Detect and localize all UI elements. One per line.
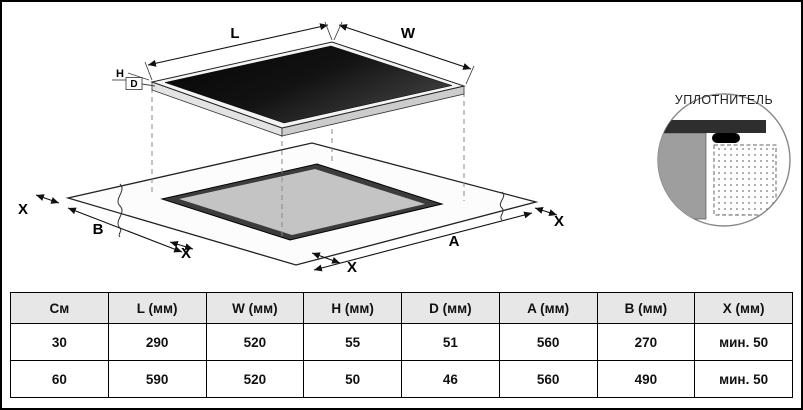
table-row: 30 290 520 55 51 560 270 мин. 50 (10, 323, 793, 361)
table-cell: мин. 50 (694, 360, 793, 398)
dimension-label-h: H (116, 68, 124, 80)
table-header-cell: См (10, 292, 109, 324)
dimensions-table: См L (мм) W (мм) H (мм) D (мм) A (мм) B … (10, 292, 793, 398)
detail-worktop-section (713, 144, 777, 216)
detail-cooktop-edge (658, 120, 766, 133)
table-cell: 590 (107, 360, 207, 398)
dimensions-table-wrap: См L (мм) W (мм) H (мм) D (мм) A (мм) B … (2, 290, 801, 398)
table-cell: мин. 50 (694, 323, 793, 361)
dimension-label-x-cutout: X (181, 245, 191, 262)
table-cell: 51 (401, 323, 500, 361)
table-cell: 520 (205, 323, 305, 361)
table-cell: 520 (205, 360, 305, 398)
table-cell: 55 (303, 323, 402, 361)
table-header-row: См L (мм) W (мм) H (мм) D (мм) A (мм) B … (10, 292, 793, 324)
dimension-label-x-bottom: X (347, 259, 357, 276)
table-header-cell: B (мм) (596, 292, 696, 324)
dimension-label-w: W (401, 25, 416, 42)
detail-seal-gasket (712, 133, 740, 143)
table-cell: 30 (10, 323, 109, 361)
table-header-cell: L (мм) (107, 292, 207, 324)
table-cell: 270 (596, 323, 696, 361)
table-cell: 46 (401, 360, 500, 398)
detail-countertop-edge (658, 132, 707, 220)
dimension-label-d: D (130, 79, 137, 90)
dimension-label-a: A (449, 233, 460, 250)
cutout-inner (179, 169, 425, 235)
table-header-cell: H (мм) (303, 292, 402, 324)
detail-title: УПЛОТНИТЕЛЬ (675, 93, 773, 107)
dimension-label-b: B (93, 221, 104, 238)
table-header-cell: X (мм) (694, 292, 793, 324)
installation-diagram: L W H D B A X X X X УПЛОТНИТЕЛЬ (18, 21, 791, 276)
table-cell: 290 (107, 323, 207, 361)
table-cell: 560 (498, 360, 598, 398)
seal-detail: УПЛОТНИТЕЛЬ (657, 93, 791, 227)
table-cell: 490 (596, 360, 696, 398)
dimension-label-x-left: X (18, 201, 28, 218)
table-cell: 60 (10, 360, 109, 398)
table-cell: 560 (498, 323, 598, 361)
table-row: 60 590 520 50 46 560 490 мин. 50 (10, 360, 793, 398)
dimension-label-l: L (230, 25, 239, 42)
table-header-cell: W (мм) (205, 292, 305, 324)
cooktop-glass (164, 45, 453, 124)
dimension-lines (35, 23, 558, 272)
dimension-label-x-right: X (554, 213, 564, 230)
extension-lines (112, 21, 475, 87)
table-header-cell: A (мм) (498, 292, 598, 324)
table-cell: 50 (303, 360, 402, 398)
cooktop (150, 41, 466, 137)
d-label-box (125, 77, 143, 90)
table-header-cell: D (мм) (401, 292, 500, 324)
